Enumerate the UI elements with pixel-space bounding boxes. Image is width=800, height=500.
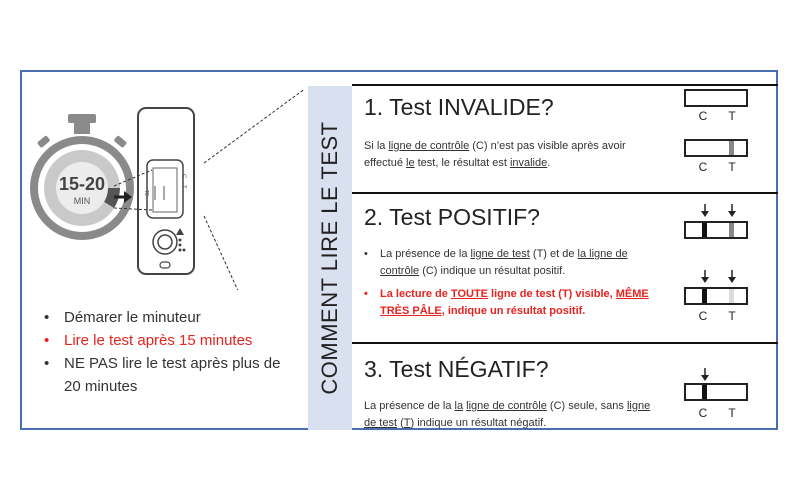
title-bar <box>308 86 352 430</box>
section-invalid-heading: 1. Test INVALIDE? <box>364 94 554 120</box>
strip-label-c: C <box>699 309 708 323</box>
svg-text:TE: TE <box>143 190 149 197</box>
section-negative-description: La présence de la la ligne de contrôle (… <box>364 400 651 429</box>
strip-label-t: T <box>728 406 736 420</box>
strip-label-t: T <box>728 109 736 123</box>
positive-bullet-1: La présence de la ligne de test (T) et d… <box>364 246 664 280</box>
strip-label-c: C <box>699 406 708 420</box>
strip-label-c: C <box>699 160 708 174</box>
instruction-list: Démarer le minuteur Lire le test après 1… <box>42 306 292 398</box>
arrow-down-icon <box>701 368 709 381</box>
strip-invalid-t-only <box>684 139 748 157</box>
section-invalid-description: Si la ligne de contrôle (C) n’est pas vi… <box>364 140 626 169</box>
strip-positive-faint <box>684 287 748 305</box>
device-mark-t: T <box>180 185 186 189</box>
arrow-down-icon <box>728 204 736 217</box>
timer-unit: MIN <box>74 196 91 206</box>
section-positive: 2. Test POSITIF? La présence de la ligne… <box>352 192 778 344</box>
positive-bullet-2: La lecture de TOUTE ligne de test (T) vi… <box>364 286 664 320</box>
arrow-down-icon <box>728 270 736 283</box>
section-positive-heading: 2. Test POSITIF? <box>364 204 540 230</box>
instruction-start-timer: Démarer le minuteur <box>42 306 292 329</box>
instruction-read-limit: NE PAS lire le test après plus de 20 min… <box>42 352 292 398</box>
strip-negative <box>684 383 748 401</box>
device-mark-c: C <box>180 174 186 179</box>
strip-invalid-empty <box>684 89 748 107</box>
test-cassette: TE <box>137 107 195 275</box>
section-negative: 3. Test NÉGATIF? La présence de la la li… <box>352 342 778 432</box>
vertical-title: COMMENT LIRE LE TEST <box>317 121 342 395</box>
instruction-read-time: Lire le test après 15 minutes <box>42 329 292 352</box>
section-invalid: 1. Test INVALIDE? Si la ligne de contrôl… <box>352 84 778 194</box>
section-negative-heading: 3. Test NÉGATIF? <box>364 356 549 382</box>
strip-positive-strong <box>684 221 748 239</box>
strip-diagrams: C T C T C T C T <box>684 89 748 420</box>
arrow-down-icon <box>701 270 709 283</box>
strip-label-c: C <box>699 109 708 123</box>
timer-device-illustration: 15-20 MIN TE C T <box>30 90 305 290</box>
timer-range: 15-20 <box>59 174 105 194</box>
stopwatch-icon <box>30 114 134 240</box>
strip-label-t: T <box>728 160 736 174</box>
arrow-right-icon <box>114 191 132 203</box>
arrow-down-icon <box>701 204 709 217</box>
section-positive-description: La présence de la ligne de test (T) et d… <box>364 246 664 320</box>
strip-label-t: T <box>728 309 736 323</box>
